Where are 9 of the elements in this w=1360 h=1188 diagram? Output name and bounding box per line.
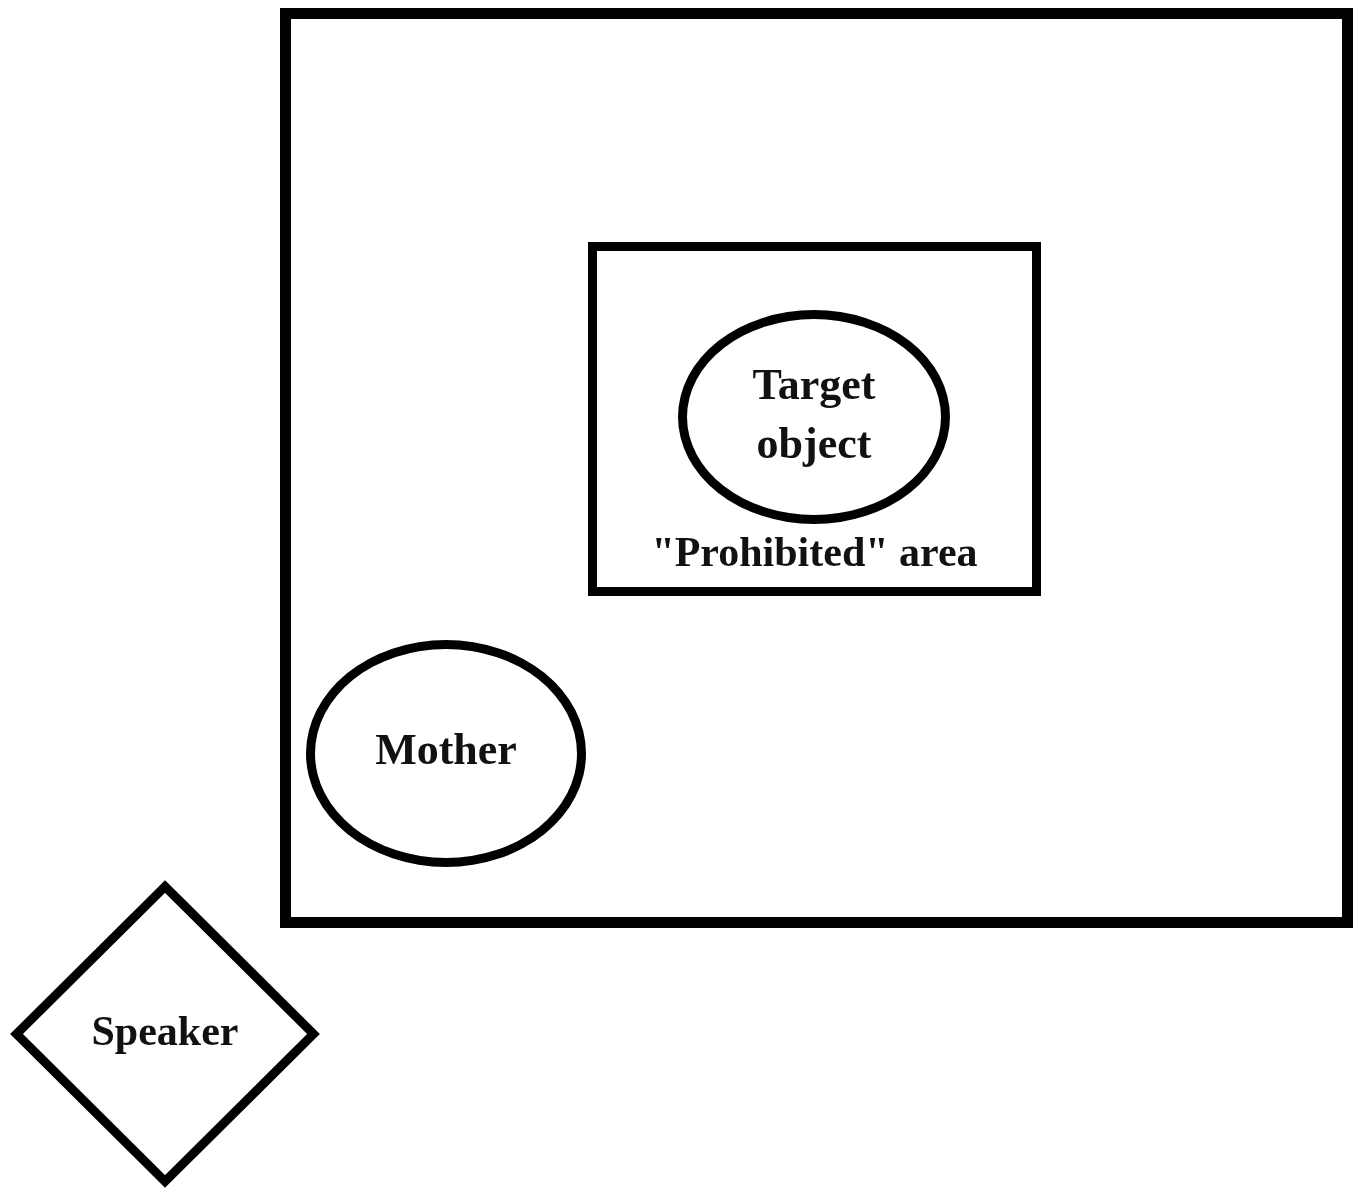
node-label: "Prohibited" area xyxy=(650,528,979,577)
node-label: Mother xyxy=(374,724,518,776)
room-outline xyxy=(280,8,1353,928)
target-ellipse xyxy=(678,310,950,524)
node-label: Speaker xyxy=(90,1007,240,1056)
prohibited-area-box xyxy=(588,242,1041,596)
mother-ellipse xyxy=(306,640,586,867)
speaker-diamond xyxy=(10,880,320,1188)
node-label: Target object xyxy=(751,359,877,471)
